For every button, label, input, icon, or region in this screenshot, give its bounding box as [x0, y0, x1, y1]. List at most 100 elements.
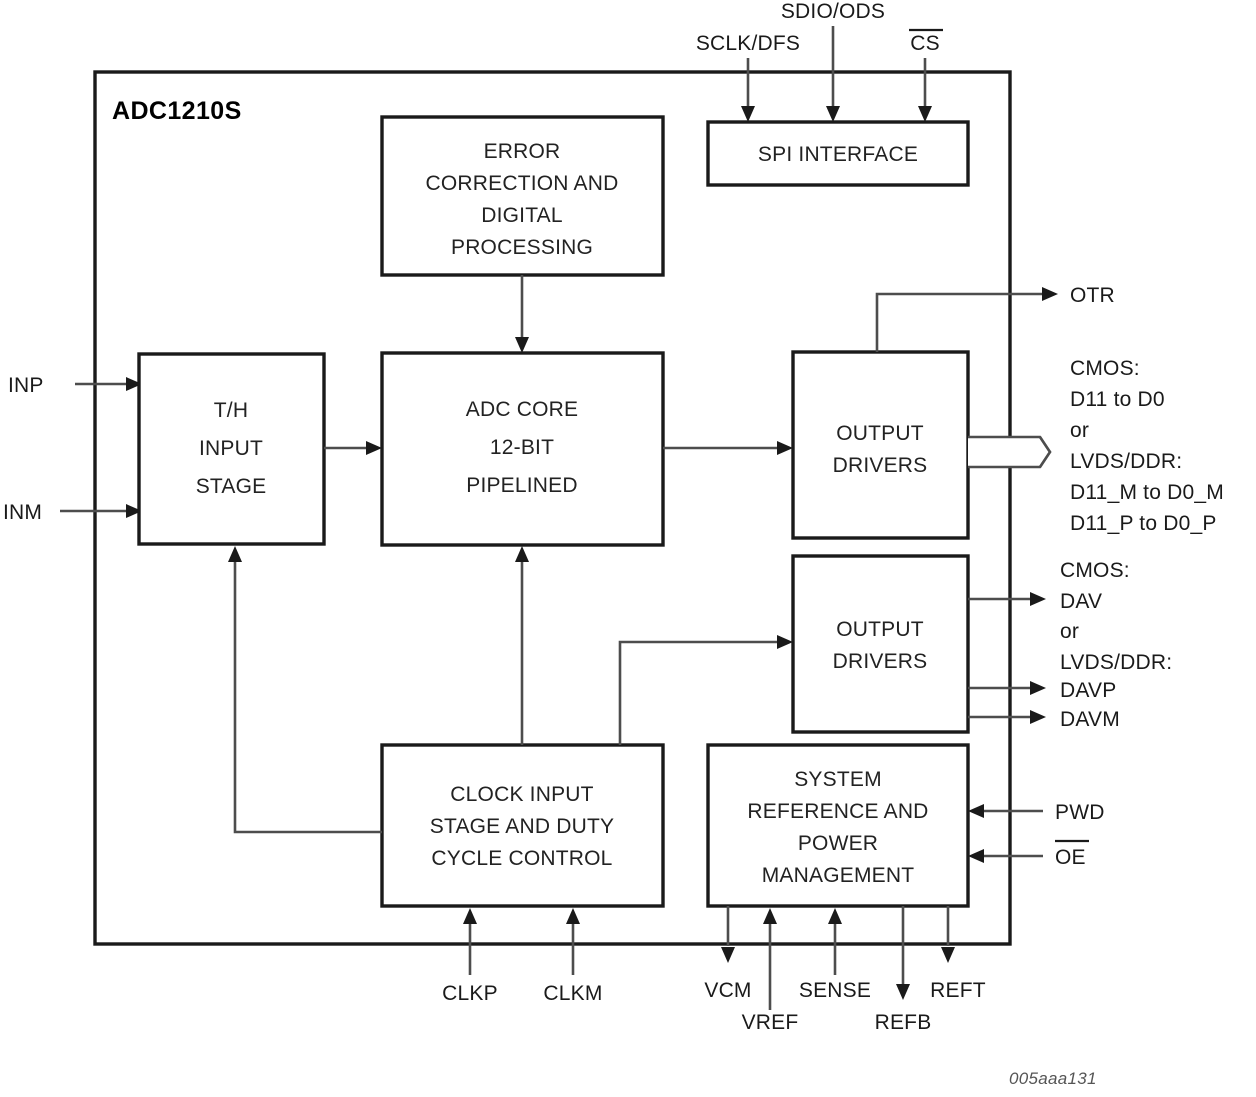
pin-label-sense: SENSE: [799, 979, 871, 1002]
block-output-drivers-dav: OUTPUT DRIVERS CMOS: DAV or LVDS/DDR: DA…: [791, 554, 1172, 734]
pin-label-oe: OE: [1055, 846, 1086, 869]
arrowhead-th-to-adccore: [366, 441, 382, 455]
otr-output-group: OTR: [875, 284, 1115, 352]
arrowhead-inp: [126, 377, 142, 391]
bus-label-data-line3: or: [1070, 419, 1089, 442]
bus-label-dav-lvds: LVDS/DDR:: [1060, 651, 1172, 674]
bus-label-data-line5: D11_M to D0_M: [1070, 481, 1224, 504]
block-label-adccore-line1: ADC CORE: [466, 398, 578, 421]
block-error-correction: ERROR CORRECTION AND DIGITAL PROCESSING: [380, 115, 665, 353]
pin-label-otr: OTR: [1070, 284, 1115, 307]
block-label-th-line2: INPUT: [199, 437, 263, 460]
block-label-outdrv-data-line1: OUTPUT: [836, 422, 924, 445]
arrowhead-sdio-ods: [826, 106, 840, 122]
block-label-adccore-line3: PIPELINED: [466, 474, 578, 497]
bottom-reference-pin-group: VCM VREF SENSE REFB REFT: [704, 906, 986, 1034]
bus-label-data-line1: CMOS:: [1070, 357, 1140, 380]
block-output-drivers-data: OUTPUT DRIVERS: [791, 350, 970, 540]
pin-label-clkp: CLKP: [442, 982, 498, 1005]
arrowhead-vcm: [721, 947, 735, 963]
arrowhead-oe: [968, 849, 984, 863]
wire-clock-to-outdrv-dav: [618, 640, 783, 745]
pin-label-davp: DAVP: [1060, 679, 1116, 702]
arrowhead-davm: [1030, 710, 1046, 724]
wire-clock-to-th: [233, 556, 382, 834]
arrowhead-clock-to-th: [228, 546, 242, 562]
block-label-clock-line2: STAGE AND DUTY: [430, 815, 614, 838]
block-label-error-correction-line1: ERROR: [484, 140, 561, 163]
block-label-outdrv-data-line2: DRIVERS: [833, 454, 928, 477]
arrowhead-sense: [828, 908, 842, 924]
block-label-sysref-line2: REFERENCE AND: [747, 800, 928, 823]
chip-title: ADC1210S: [112, 97, 242, 125]
block-clock-input-stage: CLOCK INPUT STAGE AND DUTY CYCLE CONTROL: [228, 546, 793, 908]
block-label-spi-interface: SPI INTERFACE: [758, 143, 918, 166]
pin-label-refb: REFB: [875, 1011, 932, 1034]
arrowhead-davp: [1030, 681, 1046, 695]
bus-arrow-data: [968, 435, 1052, 469]
block-rect-system-reference: [706, 743, 970, 908]
figure-id-label: 005aaa131: [1009, 1069, 1097, 1088]
arrowhead-reft: [941, 947, 955, 963]
pin-label-sdio-ods: SDIO/ODS: [781, 0, 885, 23]
block-rect-output-drivers-dav: [791, 554, 970, 734]
bus-label-dav-or: or: [1060, 620, 1079, 643]
block-label-clock-line3: CYCLE CONTROL: [431, 847, 612, 870]
block-label-adccore-line2: 12-BIT: [490, 436, 554, 459]
arrowhead-clock-to-outdrv-dav: [777, 635, 793, 649]
block-label-error-correction-line4: PROCESSING: [451, 236, 593, 259]
block-rect-clock-input-stage: [380, 743, 665, 908]
block-label-th-line3: STAGE: [196, 475, 267, 498]
block-label-sysref-line3: POWER: [798, 832, 878, 855]
pin-label-inm: INM: [3, 501, 42, 524]
arrowhead-refb: [896, 984, 910, 1000]
pin-label-sclk-dfs: SCLK/DFS: [696, 32, 800, 55]
data-bus-group: CMOS: D11 to D0 or LVDS/DDR: D11_M to D0…: [968, 357, 1224, 535]
block-rect-th-input-stage: [137, 352, 326, 546]
bus-label-data-line2: D11 to D0: [1070, 388, 1165, 411]
pin-label-vcm: VCM: [704, 979, 751, 1002]
block-rect-spi-interface: [706, 120, 970, 187]
arrowhead-vref: [763, 908, 777, 924]
arrowhead-sclk-dfs: [741, 106, 755, 122]
pin-label-clkm: CLKM: [543, 982, 602, 1005]
chip-boundary: [93, 70, 1012, 946]
pin-label-cs: CS: [910, 32, 940, 55]
block-spi-interface: SPI INTERFACE: [706, 120, 970, 187]
bus-arrow-tip-data: [1038, 436, 1052, 468]
left-pin-group: INP INM: [3, 374, 142, 524]
block-th-input-stage: T/H INPUT STAGE: [137, 352, 382, 546]
bus-label-data-line4: LVDS/DDR:: [1070, 450, 1182, 473]
pin-label-vref: VREF: [742, 1011, 799, 1034]
pin-label-dav: DAV: [1060, 590, 1102, 613]
block-label-error-correction-line3: DIGITAL: [481, 204, 563, 227]
block-label-th-line1: T/H: [214, 399, 248, 422]
block-label-sysref-line1: SYSTEM: [794, 768, 882, 791]
arrowhead-adccore-to-outdrv-data: [777, 441, 793, 455]
arrowhead-inm: [126, 504, 142, 518]
right-pin-group: PWD OE: [968, 801, 1105, 869]
arrowhead-clkm: [566, 908, 580, 924]
arrowhead-dav: [1030, 592, 1046, 606]
block-label-outdrv-dav-line1: OUTPUT: [836, 618, 924, 641]
block-system-reference: SYSTEM REFERENCE AND POWER MANAGEMENT: [706, 743, 970, 908]
arrowhead-clkp: [463, 908, 477, 924]
block-adc-core: ADC CORE 12-BIT PIPELINED: [380, 351, 793, 547]
arrowhead-otr: [1042, 287, 1058, 301]
block-label-sysref-line4: MANAGEMENT: [762, 864, 915, 887]
bus-label-dav-cmos: CMOS:: [1060, 559, 1130, 582]
bus-label-data-line6: D11_P to D0_P: [1070, 512, 1217, 535]
bottom-clock-pin-group: CLKP CLKM: [442, 908, 602, 1005]
pin-label-davm: DAVM: [1060, 708, 1120, 731]
wire-otr: [875, 292, 1048, 352]
block-rect-output-drivers-data: [791, 350, 970, 540]
block-label-outdrv-dav-line2: DRIVERS: [833, 650, 928, 673]
top-pin-group: SCLK/DFS SDIO/ODS CS: [696, 0, 943, 122]
arrowhead-errorcorr-to-adccore: [515, 337, 529, 353]
block-label-error-correction-line2: CORRECTION AND: [426, 172, 619, 195]
pin-label-inp: INP: [8, 374, 44, 397]
pin-label-pwd: PWD: [1055, 801, 1105, 824]
arrowhead-pwd: [968, 804, 984, 818]
